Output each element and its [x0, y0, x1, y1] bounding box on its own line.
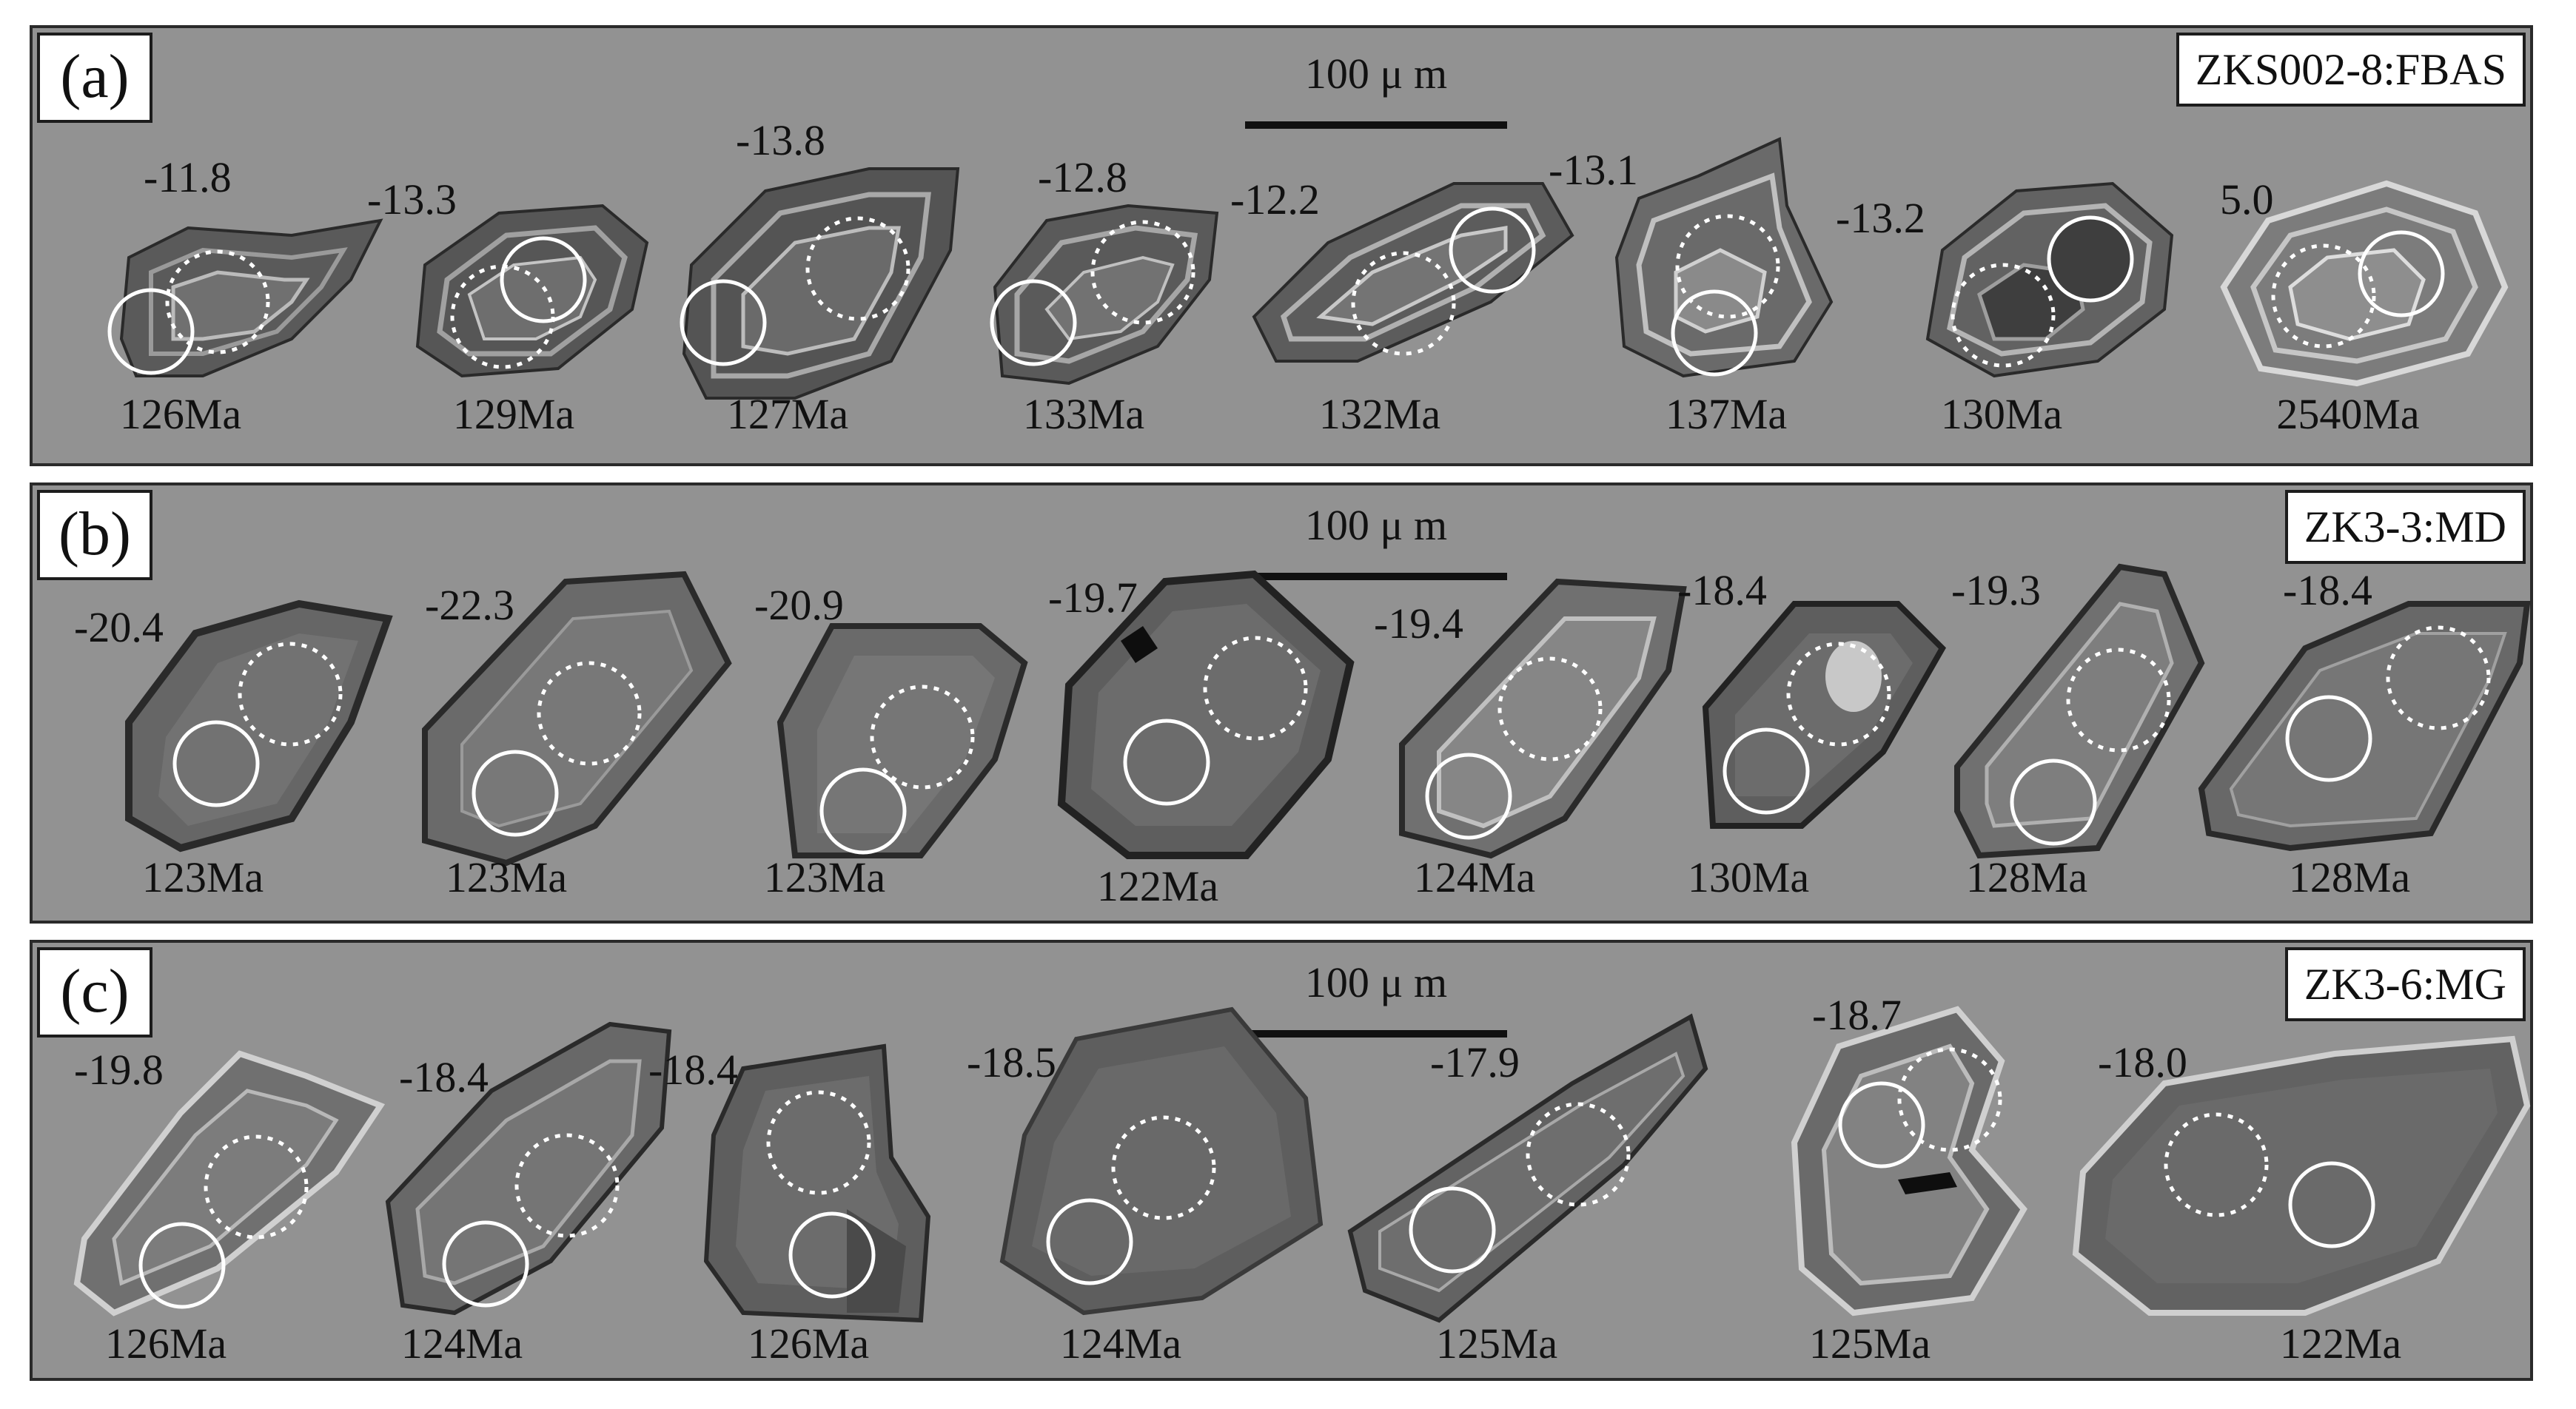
panel-b: (b) ZK3-3:MD 100 μ m -20.4 123Ma -22.3 1…: [30, 482, 2533, 924]
scale-bar-line: [1245, 121, 1507, 129]
epsilon-hf-value: -22.3: [425, 581, 514, 629]
epsilon-hf-value: -12.2: [1230, 175, 1320, 223]
zircon-grain: [107, 191, 388, 398]
zircon-grain: [395, 184, 654, 391]
u-pb-age: 2540Ma: [2276, 390, 2420, 438]
u-pb-age: 126Ma: [104, 1319, 227, 1368]
scale-bar-line: [1245, 1030, 1507, 1038]
zircon-grain: [1780, 1002, 2027, 1316]
zircon-grain: [380, 1017, 677, 1316]
u-pb-age: 124Ma: [400, 1319, 523, 1368]
epsilon-hf-value: -11.8: [144, 153, 232, 201]
u-pb-age: 130Ma: [1687, 853, 1810, 901]
epsilon-hf-value: -18.5: [967, 1038, 1056, 1086]
epsilon-hf-value: -18.4: [648, 1046, 738, 1094]
zircon-grain: [1247, 169, 1574, 376]
u-pb-age: 125Ma: [1435, 1319, 1558, 1368]
scale-bar-line: [1245, 573, 1507, 580]
scale-bar: 100 μ m: [1245, 49, 1507, 138]
sample-label: ZK3-6:MG: [2284, 947, 2526, 1021]
epsilon-hf-value: -19.8: [74, 1046, 164, 1094]
sample-label: ZKS002-8:FBAS: [2176, 33, 2526, 107]
epsilon-hf-value: -13.3: [367, 175, 457, 223]
u-pb-age: 124Ma: [1413, 853, 1536, 901]
panel-c: (c) ZK3-6:MG 100 μ m -19.8 126Ma -18.4 1…: [30, 940, 2533, 1381]
u-pb-age: 133Ma: [1022, 390, 1145, 438]
panel-label: (b): [37, 490, 152, 580]
zircon-grain: [70, 1046, 386, 1316]
u-pb-age: 129Ma: [452, 390, 575, 438]
epsilon-hf-value: -13.8: [736, 116, 825, 164]
scale-bar: 100 μ m: [1245, 500, 1507, 589]
zircon-grain: [1913, 169, 2179, 383]
u-pb-age: 122Ma: [2279, 1319, 2402, 1368]
u-pb-age: 124Ma: [1059, 1319, 1182, 1368]
epsilon-hf-value: -17.9: [1430, 1038, 1520, 1086]
zircon-grain: [2068, 1024, 2531, 1320]
epsilon-hf-value: -19.7: [1048, 574, 1138, 622]
epsilon-hf-value: -20.9: [754, 581, 844, 629]
epsilon-hf-value: -13.1: [1549, 146, 1638, 194]
zircon-grain: [995, 1002, 1324, 1316]
zircon-grain: [2209, 176, 2509, 391]
scale-bar-label: 100 μ m: [1304, 50, 1448, 98]
u-pb-age: 122Ma: [1096, 862, 1219, 910]
u-pb-age: 132Ma: [1318, 390, 1441, 438]
u-pb-age: 130Ma: [1940, 390, 2063, 438]
zircon-grain: [773, 611, 1028, 863]
u-pb-age: 128Ma: [2288, 853, 2411, 901]
zircon-grain: [980, 191, 1224, 391]
scale-bar: 100 μ m: [1245, 958, 1507, 1046]
zircon-grain: [1950, 559, 2205, 859]
zircon-grain: [1691, 589, 1946, 833]
zircon-grain: [1395, 574, 1691, 859]
u-pb-age: 127Ma: [726, 390, 849, 438]
epsilon-hf-value: -18.4: [399, 1053, 489, 1101]
zircon-grain: [417, 567, 732, 867]
zircon-grain: [1347, 1009, 1708, 1323]
zircon-grain: [107, 596, 393, 855]
panel-label: (c): [37, 947, 152, 1038]
u-pb-age: 123Ma: [141, 853, 264, 901]
scale-bar-label: 100 μ m: [1304, 501, 1448, 549]
panel-label: (a): [37, 33, 152, 123]
u-pb-age: 128Ma: [1965, 853, 2088, 901]
zircon-grain: [1609, 137, 1839, 383]
u-pb-age: 125Ma: [1808, 1319, 1931, 1368]
zircon-grain: [2198, 596, 2531, 855]
zircon-grain: [699, 1024, 936, 1323]
zircon-grain: [1054, 567, 1355, 863]
epsilon-hf-value: -18.0: [2098, 1038, 2187, 1086]
epsilon-hf-value: -13.2: [1836, 194, 1925, 242]
sample-label: ZK3-3:MD: [2284, 490, 2526, 564]
scale-bar-label: 100 μ m: [1304, 958, 1448, 1006]
u-pb-age: 126Ma: [747, 1319, 870, 1368]
epsilon-hf-value: -18.7: [1812, 991, 1902, 1039]
panel-a: (a) ZKS002-8:FBAS 100 μ m -11.8 126Ma -1…: [30, 25, 2533, 466]
epsilon-hf-value: -19.4: [1374, 599, 1463, 648]
zircon-grain: [669, 154, 965, 406]
u-pb-age: 137Ma: [1665, 390, 1788, 438]
epsilon-hf-value: -12.8: [1038, 153, 1127, 201]
epsilon-hf-value: -19.3: [1951, 566, 2041, 614]
epsilon-hf-value: -20.4: [74, 603, 164, 651]
u-pb-age: 123Ma: [763, 853, 886, 901]
u-pb-age: 126Ma: [119, 390, 242, 438]
epsilon-hf-value: -18.4: [2283, 566, 2372, 614]
u-pb-age: 123Ma: [445, 853, 568, 901]
epsilon-hf-value: -18.4: [1677, 566, 1767, 614]
epsilon-hf-value: 5.0: [2220, 175, 2274, 223]
